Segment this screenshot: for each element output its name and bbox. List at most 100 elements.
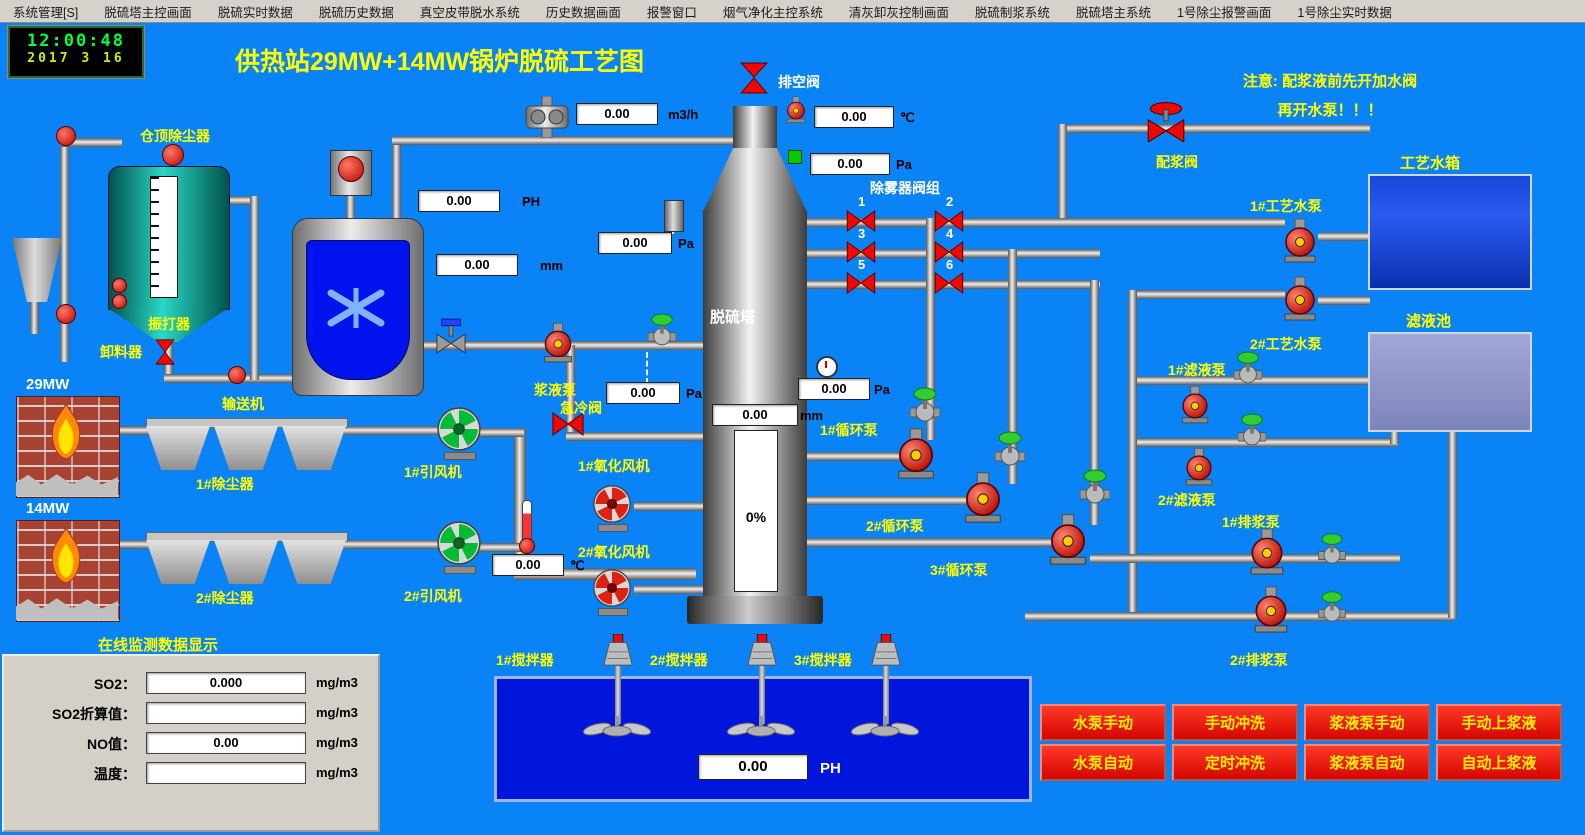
tower-base — [687, 596, 823, 624]
circ-pump-1-icon[interactable] — [893, 428, 939, 480]
label-agitator2: 2#搅拌器 — [650, 652, 708, 668]
circ-valve-1-icon[interactable] — [910, 386, 940, 422]
tower-mm-unit: mm — [800, 408, 824, 423]
menu-item-tower-main[interactable]: 脱硫塔主控画面 — [104, 5, 192, 20]
monitor-row-label: SO2： — [93, 676, 136, 692]
process-pump-2-icon[interactable] — [1280, 276, 1320, 322]
label-silo-dust-collector: 仓顶除尘器 — [140, 128, 210, 144]
label-oxid-fan2: 2#氧化风机 — [578, 544, 650, 560]
process-water-tank[interactable] — [1368, 174, 1532, 290]
demister-valve-5[interactable] — [846, 272, 876, 294]
pipe — [1318, 296, 1370, 305]
button-manual-slurry-feed[interactable]: 手动上浆液 — [1436, 704, 1562, 741]
flame-icon — [44, 402, 88, 460]
pipe — [1448, 424, 1457, 618]
circ-valve-3-icon[interactable] — [1080, 468, 1110, 504]
pipe — [1128, 376, 1137, 616]
flue-duct — [478, 428, 524, 437]
menu-item-ash-control[interactable]: 清灰卸灰控制画面 — [848, 5, 949, 20]
button-timed-flush[interactable]: 定时冲洗 — [1172, 744, 1298, 781]
flue-duct — [116, 540, 152, 549]
oxidation-fan-2-icon[interactable] — [592, 568, 632, 608]
vent-valve-icon[interactable] — [740, 62, 768, 94]
pipe — [807, 538, 1054, 547]
notice-text: 注意: 配浆液前先开加水阀 再开水泵！！！ — [1205, 70, 1455, 128]
button-manual-flush[interactable]: 手动冲洗 — [1172, 704, 1298, 741]
level-sensor-icon — [664, 200, 684, 232]
label-vibrator: 振打器 — [148, 316, 190, 332]
tower-level-strip: 0% — [734, 430, 778, 592]
drain-valve-2-icon[interactable] — [1318, 590, 1346, 622]
drain-pump-2-icon[interactable] — [1250, 586, 1292, 634]
tower-inlet-valve-icon[interactable] — [648, 312, 676, 346]
dust-collector-1-hopper — [214, 426, 278, 470]
valve-num-5: 5 — [858, 257, 866, 272]
flow-meter-icon[interactable] — [524, 96, 570, 138]
agitator-motor-2-icon[interactable] — [740, 634, 784, 666]
menu-item-dust-realtime[interactable]: 1号除尘实时数据 — [1297, 5, 1392, 20]
slurry-pump-icon[interactable] — [540, 322, 576, 364]
conveyor-dot[interactable] — [228, 366, 246, 384]
valve-num-3: 3 — [858, 226, 866, 241]
mixer-motor[interactable] — [338, 156, 364, 182]
label-drain-pump2: 2#排浆泵 — [1230, 652, 1288, 668]
filtrate-valve-1-icon[interactable] — [1234, 350, 1262, 384]
button-slurry-pump-manual[interactable]: 浆液泵手动 — [1304, 704, 1430, 741]
menu-item-tower-system[interactable]: 脱硫塔主系统 — [1075, 5, 1151, 20]
silo-level-scale — [150, 176, 178, 298]
filtrate-pool-tank[interactable] — [1368, 332, 1532, 432]
vibrator-dot[interactable] — [112, 278, 127, 293]
feed-hopper — [12, 238, 62, 302]
button-slurry-pump-auto[interactable]: 浆液泵自动 — [1304, 744, 1430, 781]
pipe — [1058, 124, 1370, 133]
button-auto-slurry-feed[interactable]: 自动上浆液 — [1436, 744, 1562, 781]
pa-right-display: 0.00 — [798, 378, 870, 400]
circ-valve-2-icon[interactable] — [995, 430, 1025, 466]
process-pump-1-icon[interactable] — [1280, 218, 1320, 264]
fan-mount — [598, 524, 628, 532]
drain-pump-1-icon[interactable] — [1246, 528, 1288, 576]
slurry-line-valve-icon[interactable] — [436, 318, 466, 354]
label-vent-valve: 排空阀 — [778, 74, 820, 90]
valve-num-2: 2 — [946, 194, 954, 209]
drain-valve-1-icon[interactable] — [1318, 532, 1346, 564]
label-demister-group: 除雾器阀组 — [870, 180, 940, 196]
agitator-motor-3-icon[interactable] — [864, 634, 908, 666]
button-pump-auto[interactable]: 水泵自动 — [1040, 744, 1166, 781]
menu-item-vacuum-belt[interactable]: 真空皮带脱水系统 — [419, 5, 520, 20]
label-slurry-mix-valve: 配浆阀 — [1156, 154, 1198, 170]
label-slurry-pump: 浆液泵 — [534, 382, 576, 398]
demister-valve-6[interactable] — [934, 272, 964, 294]
button-pump-manual[interactable]: 水泵手动 — [1040, 704, 1166, 741]
pa-upper-unit: Pa — [678, 236, 694, 251]
circ-pump-2-icon[interactable] — [960, 472, 1006, 524]
temp-duct-unit: ℃ — [570, 558, 585, 573]
menu-item-history-screen[interactable]: 历史数据画面 — [545, 5, 621, 20]
menu-item-dust-alarm[interactable]: 1号除尘报警画面 — [1176, 5, 1272, 20]
filtrate-pump-1-icon[interactable] — [1178, 386, 1212, 424]
menu-item-alarm-window[interactable]: 报警窗口 — [646, 5, 697, 20]
id-fan-2-icon[interactable] — [436, 520, 482, 566]
circ-pump-3-icon[interactable] — [1045, 514, 1091, 566]
label-boiler1: 29MW — [26, 376, 70, 393]
menu-item-gas-purify[interactable]: 烟气净化主控系统 — [722, 5, 823, 20]
menu-item-slurry-prep[interactable]: 脱硫制浆系统 — [974, 5, 1050, 20]
pipe — [392, 140, 401, 220]
label-circ-pump3: 3#循环泵 — [930, 562, 988, 578]
slurry-mix-valve-icon[interactable] — [1146, 102, 1186, 142]
fan-mount — [444, 452, 476, 460]
menu-item-system[interactable]: 系统管理[S] — [13, 5, 79, 20]
vibrator-dot[interactable] — [112, 294, 127, 309]
riser-pipe — [926, 218, 935, 440]
oxidation-fan-1-icon[interactable] — [592, 484, 632, 524]
pa-lower-unit: Pa — [686, 386, 702, 401]
agitator-motor-1-icon[interactable] — [596, 634, 640, 666]
menu-item-history[interactable]: 脱硫历史数据 — [318, 5, 394, 20]
filtrate-valve-2-icon[interactable] — [1238, 412, 1266, 446]
id-fan-1-icon[interactable] — [436, 406, 482, 452]
discharger-valve-icon[interactable] — [155, 339, 175, 365]
demister-pipe — [807, 218, 1285, 227]
ph-pool-unit: PH — [820, 760, 841, 777]
filtrate-pump-2-icon[interactable] — [1182, 448, 1216, 486]
menu-item-realtime[interactable]: 脱硫实时数据 — [217, 5, 293, 20]
